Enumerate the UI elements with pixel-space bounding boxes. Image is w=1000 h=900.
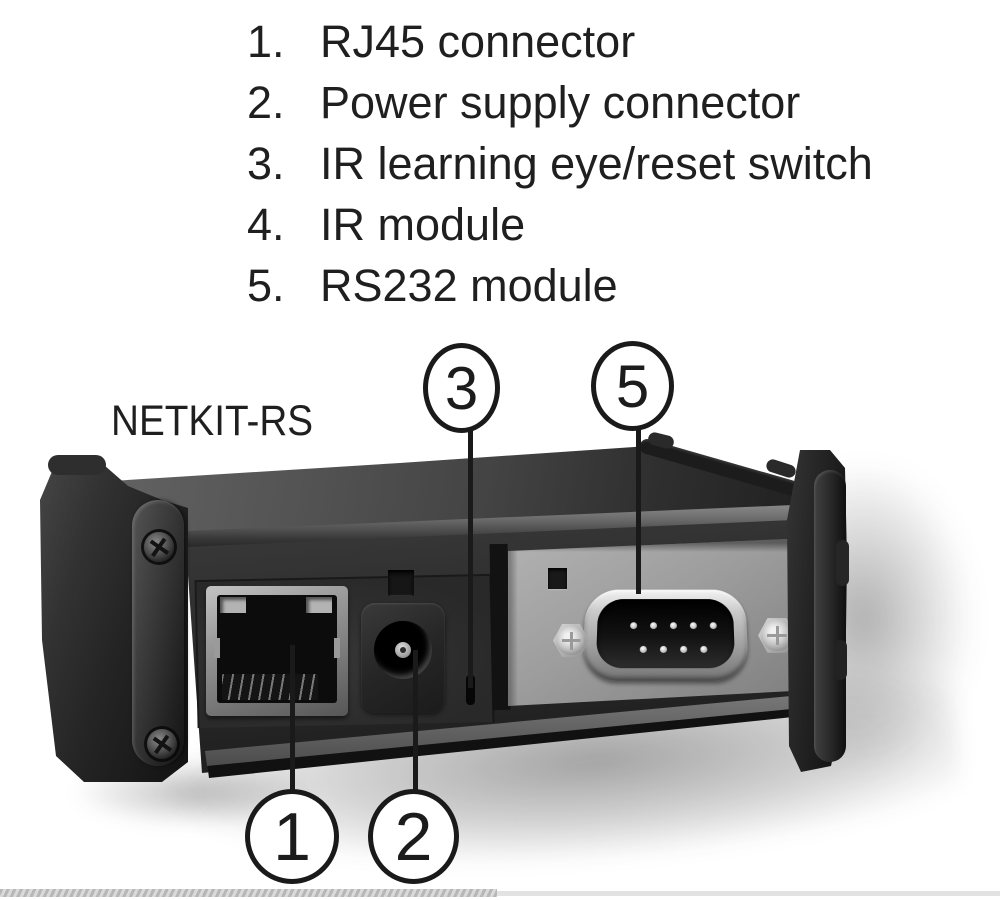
model-name-label: NETKIT-RS xyxy=(111,397,314,445)
rj45-side-tab xyxy=(334,638,340,658)
ir-module-window xyxy=(388,570,414,596)
callout-marker-2: 2 xyxy=(368,789,459,884)
db9-pin xyxy=(700,645,708,653)
part-number: 2. xyxy=(247,77,285,128)
ir-learning-eye-reset-hole xyxy=(466,675,475,705)
db9-serial-connector xyxy=(581,589,750,681)
callout-marker-5: 5 xyxy=(591,341,674,431)
part-number: 4. xyxy=(247,199,285,250)
callout-number: 3 xyxy=(444,354,479,422)
power-supply-jack xyxy=(361,603,445,713)
parts-list-item: 5. RS232 module xyxy=(247,255,873,316)
callout-line-2 xyxy=(413,650,418,792)
part-label: IR module xyxy=(320,199,526,250)
part-label: IR learning eye/reset switch xyxy=(320,138,873,189)
part-number: 1. xyxy=(247,16,285,67)
db9-shell-cavity xyxy=(595,599,736,669)
power-jack-center-pin xyxy=(395,642,411,658)
parts-list-item: 2. Power supply connector xyxy=(247,72,873,133)
callout-line-5 xyxy=(636,426,641,594)
callout-line-1 xyxy=(290,645,295,793)
part-label: RJ45 connector xyxy=(320,16,636,67)
device-side-shadow xyxy=(820,470,990,800)
part-label: RS232 module xyxy=(320,260,618,311)
rj45-latch-window xyxy=(306,597,332,613)
parts-list-item: 4. IR module xyxy=(247,194,873,255)
rj45-pin-contacts xyxy=(222,674,318,700)
part-label: Power supply connector xyxy=(320,77,801,128)
rj45-side-tab xyxy=(214,638,220,658)
callout-number: 5 xyxy=(615,352,650,420)
db9-pin xyxy=(689,622,697,630)
module-indicator-square xyxy=(548,568,567,589)
callout-line-3 xyxy=(468,430,473,688)
rj45-port xyxy=(206,586,348,716)
db9-pin xyxy=(669,622,677,630)
db9-standoff-screw xyxy=(761,620,793,651)
callout-number: 2 xyxy=(394,798,433,875)
module-seam xyxy=(489,543,511,711)
db9-pin xyxy=(639,645,647,653)
right-end-cap-nub xyxy=(836,540,849,586)
left-end-cap-bump xyxy=(48,455,106,475)
callout-marker-1: 1 xyxy=(245,789,339,884)
parts-list: 1. RJ45 connector 2. Power supply connec… xyxy=(247,11,873,316)
page-edge-strip-right xyxy=(497,891,1000,896)
left-cap-screw-top xyxy=(144,532,174,562)
left-cap-screw-bottom xyxy=(147,729,177,759)
part-number: 5. xyxy=(247,260,285,311)
db9-standoff-screw xyxy=(556,626,586,655)
callout-marker-3: 3 xyxy=(423,343,500,433)
part-number: 3. xyxy=(247,138,285,189)
parts-list-item: 3. IR learning eye/reset switch xyxy=(247,133,873,194)
page-edge-strip-left xyxy=(0,889,497,897)
rj45-latch-window xyxy=(220,597,246,613)
parts-list-item: 1. RJ45 connector xyxy=(247,11,873,72)
db9-pin xyxy=(680,645,688,653)
callout-number: 1 xyxy=(273,798,311,875)
right-end-cap-nub xyxy=(834,640,847,680)
right-end-cap-ridge xyxy=(814,470,846,762)
db9-pin xyxy=(709,622,717,630)
db9-pin xyxy=(650,622,658,630)
db9-pin xyxy=(659,645,668,653)
